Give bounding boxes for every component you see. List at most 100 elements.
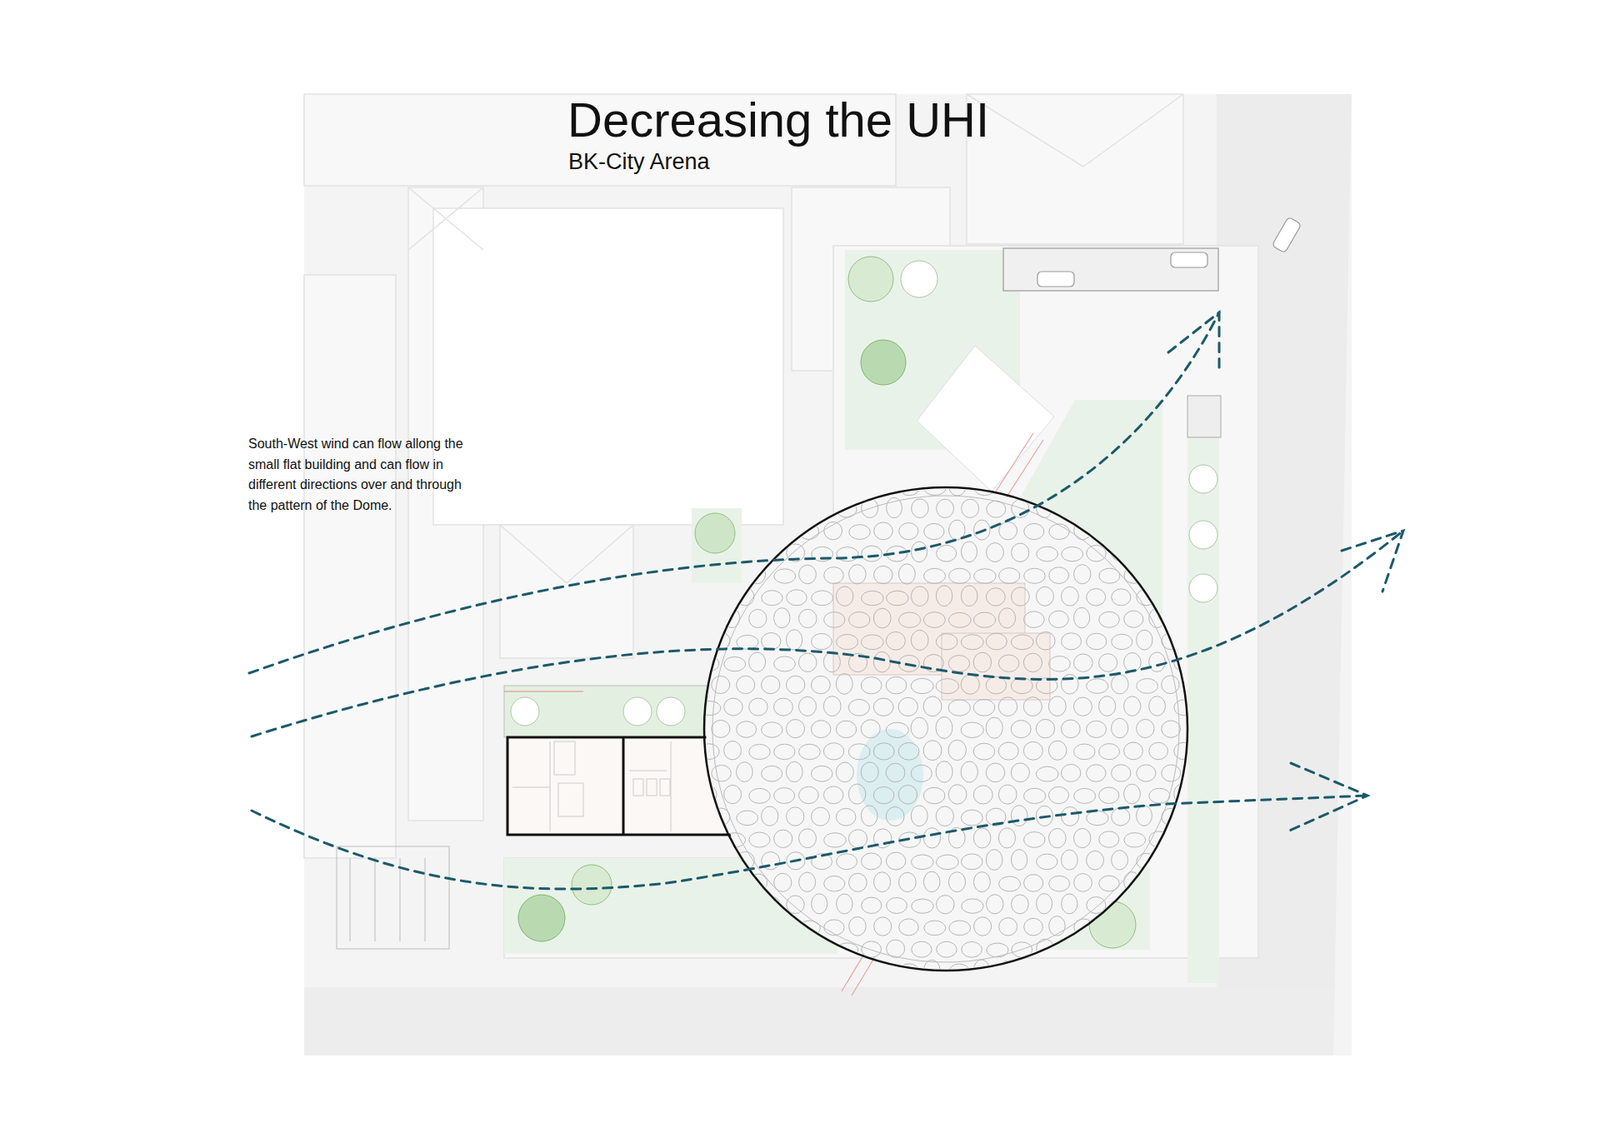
- dome-cell: [810, 807, 830, 826]
- dome-cell: [1099, 831, 1120, 848]
- dome-cell: [960, 585, 978, 607]
- dome-cell: [774, 830, 793, 848]
- dome-cell: [724, 656, 746, 671]
- dome-cell: [985, 676, 1006, 695]
- dome-cell: [736, 721, 757, 738]
- dome-cell: [998, 608, 1015, 629]
- dome-cell: [936, 499, 955, 518]
- dome-cell: [1035, 631, 1055, 650]
- wind-arrow: [249, 312, 1404, 890]
- parking: [1003, 248, 1219, 291]
- dome-cell: [923, 871, 940, 893]
- dome-cell: [949, 476, 966, 496]
- dome-cell: [1036, 854, 1058, 870]
- dome-cell: [974, 917, 992, 936]
- dome-cell: [711, 720, 730, 738]
- plan-ground: [304, 94, 1352, 1056]
- car: [1037, 216, 1302, 287]
- dome-cell: [936, 941, 957, 958]
- dome-cell: [1074, 874, 1093, 893]
- dome-cell: [1086, 589, 1106, 606]
- dome-cell: [923, 696, 942, 717]
- dome-cell: [849, 525, 870, 540]
- dome-cell: [1099, 787, 1120, 804]
- dome-cell: [1149, 652, 1166, 673]
- dome-cell: [886, 898, 908, 915]
- dome-cell: [1161, 675, 1180, 695]
- dome-cell: [1010, 850, 1027, 871]
- dome-cell: [724, 698, 743, 716]
- dome-cell: [1086, 765, 1106, 783]
- dome-cell: [774, 569, 796, 584]
- dome-cell: [924, 920, 946, 936]
- dome-cell: [736, 810, 759, 826]
- dome-cell: [1098, 696, 1115, 717]
- dome-cell: [935, 806, 954, 827]
- dome-cell: [786, 807, 805, 826]
- dome-cell: [960, 635, 984, 650]
- dome-cell: [1099, 744, 1120, 760]
- dome-cell: [774, 788, 795, 805]
- dome-cell: [910, 717, 928, 739]
- dome-cell: [799, 609, 817, 628]
- dome-cell: [1023, 788, 1045, 804]
- dome-cell: [749, 744, 770, 760]
- dome-cell: [1049, 567, 1070, 585]
- dome-cell: [1086, 545, 1106, 562]
- dome-cell: [861, 853, 882, 870]
- dome-cell: [761, 765, 783, 782]
- dome-cell: [1099, 875, 1120, 892]
- dome-cell: [899, 523, 919, 540]
- dome-cell: [1111, 675, 1130, 695]
- dome-cell: [824, 875, 845, 891]
- dome-cell: [885, 631, 905, 650]
- dome-cell: [761, 590, 783, 606]
- dome-cell: [860, 677, 882, 695]
- dome-cell: [898, 612, 920, 628]
- dome-cell: [998, 742, 1019, 760]
- dome-cell: [798, 653, 817, 673]
- dome-cell: [898, 697, 918, 716]
- dome-cell: [1010, 678, 1033, 695]
- dome-cell: [1061, 546, 1084, 561]
- dome-cell: [823, 743, 844, 760]
- dome-cell: [910, 805, 928, 827]
- dome-cell: [1048, 740, 1066, 760]
- dome-cell: [1074, 744, 1096, 760]
- dome-cell: [785, 761, 803, 782]
- dome-cell: [749, 652, 766, 672]
- dome-cell: [1136, 679, 1159, 695]
- dome-cell: [1010, 805, 1028, 827]
- dome-cell: [1024, 523, 1045, 540]
- diagram-title: Decreasing the UHI: [567, 93, 990, 147]
- dome-cell: [923, 787, 945, 804]
- dome-cell: [1049, 875, 1070, 892]
- dome-cell: [949, 964, 970, 980]
- diagram-subtitle: BK-City Arena: [568, 150, 710, 175]
- dome-cell: [736, 762, 754, 783]
- dome-cell: [985, 717, 1003, 739]
- dome-cell: [699, 744, 720, 760]
- dome-cell: [1023, 653, 1042, 672]
- dome-cell: [986, 543, 1005, 563]
- dome-cell: [1060, 806, 1079, 826]
- dome-cell: [973, 743, 995, 760]
- dome-cell: [973, 612, 995, 628]
- dome-cell: [986, 895, 1005, 915]
- dome-cell: [973, 699, 995, 716]
- dome-cell: [848, 744, 870, 760]
- dome-cell: [1174, 700, 1195, 716]
- dome-cell: [1048, 656, 1070, 673]
- dome-cell: [749, 610, 767, 629]
- dome-cell: [923, 828, 940, 849]
- dome-cell: [998, 697, 1017, 717]
- dome-cell: [774, 608, 790, 629]
- dome-cell: [898, 743, 920, 761]
- lawn: [504, 250, 1220, 984]
- dome-cell: [873, 651, 890, 673]
- dome-cell: [960, 854, 983, 870]
- dome-cell: [1149, 788, 1170, 804]
- dome-cell: [799, 744, 821, 760]
- dome-cell: [860, 635, 884, 650]
- dome-cell: [786, 895, 805, 915]
